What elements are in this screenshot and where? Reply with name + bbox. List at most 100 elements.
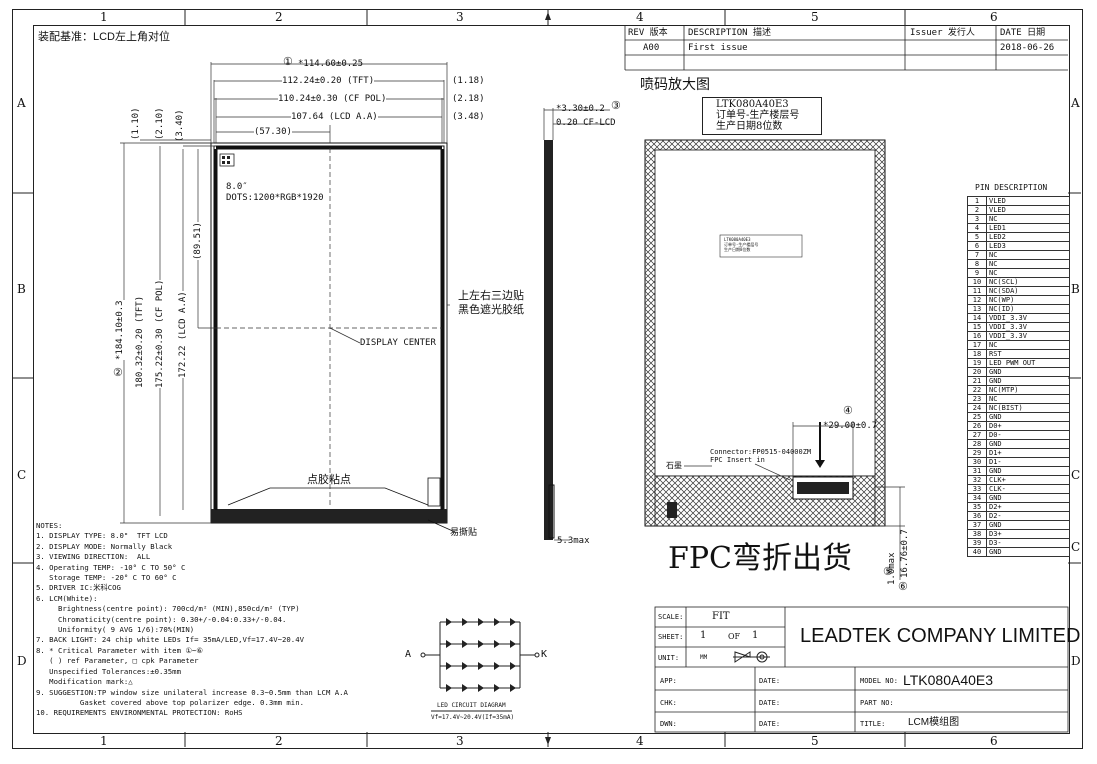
note-line: 6. LCM(White): <box>36 593 98 603</box>
pin-signal: NC <box>986 259 1070 269</box>
pin-number: 15 <box>967 322 987 332</box>
pin-signal: NC <box>986 250 1070 260</box>
rev-date: 2018-06-26 <box>1000 43 1055 53</box>
led-circuit-spec: Vf=17.4V~20.4V(If=35mA) <box>431 714 515 721</box>
pin-number: 3 <box>967 214 987 224</box>
led-cathode-label: K <box>541 649 548 660</box>
note-line: 5. DRIVER IC:米科COG <box>36 583 121 593</box>
note-line: 2. DISPLAY MODE: Normally Black <box>36 541 173 551</box>
ruler-col-5-bottom: 5 <box>811 734 819 748</box>
fpc-bend-label: FPC弯折出货 <box>668 541 852 576</box>
note-line: 7. BACK LIGHT: 24 chip white LEDs If= 35… <box>36 635 304 645</box>
pin-signal: LED3 <box>986 241 1070 251</box>
fpc-insert-label: FPC Insert in <box>710 456 765 464</box>
title-label: TITLE: <box>860 720 886 728</box>
pin-signal: NC(WP) <box>986 295 1070 305</box>
pin-number: 25 <box>967 412 987 422</box>
pin-signal: D3- <box>986 538 1070 548</box>
pin-number: 27 <box>967 430 987 440</box>
note-line: Storage TEMP: -20° C TO 60° C <box>36 573 177 583</box>
ruler-col-6-bottom: 6 <box>990 734 998 748</box>
ruler-row-d-right: D <box>1071 654 1081 668</box>
pin-signal: CLK- <box>986 484 1070 494</box>
led-anode-label: A <box>405 649 412 660</box>
pin-signal: D1+ <box>986 448 1070 458</box>
pin-number: 26 <box>967 421 987 431</box>
dim-callout-4: ④ <box>843 404 853 417</box>
note-line: ( ) ref Parameter, □ cpk Parameter <box>36 656 199 666</box>
title-value: LCM模组图 <box>908 717 960 728</box>
dim-v1: (1.10) <box>131 107 141 140</box>
pin-number: 35 <box>967 502 987 512</box>
dim-aa-width: 107.64 (LCD A.A) <box>291 112 378 122</box>
drawing-border <box>33 25 1070 734</box>
pin-signal: D2- <box>986 511 1070 521</box>
dwn-label: DWN: <box>660 720 677 728</box>
led-circuit-title: LED CIRCUIT DIAGRAM <box>437 702 506 709</box>
code-zoom-date: 生产日期8位数 <box>716 121 783 132</box>
rev-header-issuer: Issuer 发行人 <box>910 28 975 38</box>
pin-signal: D1- <box>986 457 1070 467</box>
pin-number: 6 <box>967 241 987 251</box>
pin-number: 17 <box>967 340 987 350</box>
pin-number: 21 <box>967 376 987 386</box>
pin-signal: NC(BIST) <box>986 403 1070 413</box>
pin-number: 36 <box>967 511 987 521</box>
rev-header-rev: REV 版本 <box>628 28 668 38</box>
ruler-row-a: A <box>17 96 26 110</box>
ruler-col-6: 6 <box>990 10 998 24</box>
code-mini-1: LTK080A40E3 <box>724 237 751 242</box>
sheet-value: 1 <box>700 630 707 641</box>
dim-v2: (2.10) <box>155 107 165 140</box>
ruler-row-a-right: A <box>1071 96 1080 110</box>
pin-signal: LED2 <box>986 232 1070 242</box>
dim-cf-offset: (2.18) <box>452 94 485 104</box>
pin-number: 31 <box>967 466 987 476</box>
dim-tft-offset: (1.18) <box>452 76 485 86</box>
dim-half-width: (57.30) <box>254 127 292 137</box>
easy-tear-label: 易撕贴 <box>450 527 478 537</box>
ruler-col-3-bottom: 3 <box>456 734 464 748</box>
pin-number: 24 <box>967 403 987 413</box>
note-line: Modification mark:△ <box>36 677 133 687</box>
pin-signal: GND <box>986 466 1070 476</box>
pin-signal: RST <box>986 349 1070 359</box>
pin-signal: VLED <box>986 205 1070 215</box>
dim-v3: (3.40) <box>175 109 185 142</box>
pin-number: 4 <box>967 223 987 233</box>
unit-label: UNIT: <box>658 654 680 662</box>
note-line: Brightness(centre point): 700cd/m² (MIN)… <box>36 604 300 614</box>
pin-number: 28 <box>967 439 987 449</box>
pin-number: 8 <box>967 259 987 269</box>
note-line: 1. DISPLAY TYPE: 8.0" TFT LCD <box>36 531 168 541</box>
pin-number: 18 <box>967 349 987 359</box>
scale-label: SCALE: <box>658 613 684 621</box>
pin-number: 7 <box>967 250 987 260</box>
dim-tft-height: 180.32±0.20 (TFT) <box>135 295 145 388</box>
tape-label-1: 上左右三边贴 <box>458 290 524 302</box>
note-line: Chromaticity(centre point): 0.30+/-0.04:… <box>36 614 287 624</box>
ruler-col-1-bottom: 1 <box>100 734 108 748</box>
pin-number: 32 <box>967 475 987 485</box>
ruler-row-c: C <box>17 468 27 482</box>
pin-number: 22 <box>967 385 987 395</box>
model-no-value: LTK080A40E3 <box>903 672 994 688</box>
graphite-label: 石墨 <box>666 461 682 470</box>
sheet-total: 1 <box>752 630 759 641</box>
pin-number: 13 <box>967 304 987 314</box>
pin-signal: VDDI_3.3V <box>986 331 1070 341</box>
